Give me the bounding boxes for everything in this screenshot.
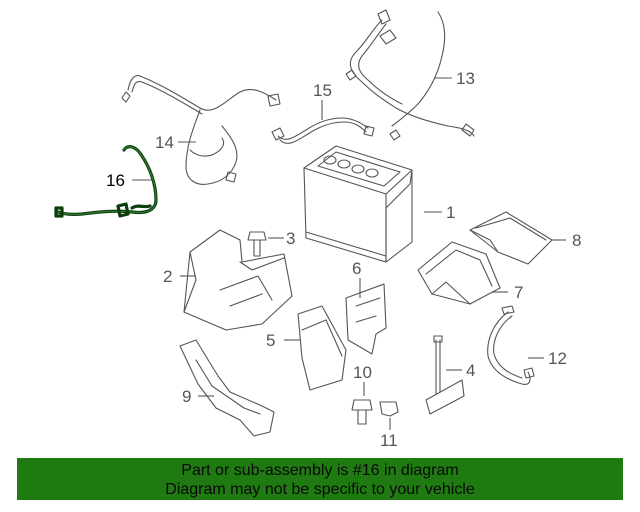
part-9-bracket[interactable] <box>179 339 275 437</box>
callout-8: 8 <box>572 231 581 250</box>
part-7-cover[interactable] <box>417 241 501 305</box>
part-8-cover[interactable] <box>469 211 553 265</box>
part-2-tray[interactable] <box>183 229 293 331</box>
banner-line-1: Part or sub-assembly is #16 in diagram <box>181 462 459 479</box>
part-5-shield[interactable] <box>297 305 347 391</box>
part-15-cable[interactable] <box>271 117 375 144</box>
callout-4: 4 <box>466 361 475 380</box>
part-1-battery[interactable] <box>303 145 413 263</box>
callout-11: 11 <box>380 431 398 450</box>
callout-14: 14 <box>155 133 174 152</box>
callout-6: 6 <box>352 259 361 278</box>
callout-13: 13 <box>456 69 475 88</box>
parts-diagram: 13 15 14 16 <box>54 9 581 450</box>
part-4-holddown[interactable] <box>425 335 465 415</box>
part-11-nut[interactable] <box>379 401 399 417</box>
callout-9: 9 <box>182 387 191 406</box>
part-13-harness[interactable] <box>345 9 475 141</box>
callout-1: 1 <box>446 203 455 222</box>
part-3-bolt[interactable] <box>247 231 267 257</box>
info-banner: Part or sub-assembly is #16 in diagram D… <box>17 458 623 500</box>
callout-10: 10 <box>353 363 372 382</box>
part-6-bracket[interactable] <box>345 283 387 355</box>
callout-15: 15 <box>313 81 332 100</box>
part-12-hose[interactable] <box>487 305 535 385</box>
callout-2: 2 <box>163 267 172 286</box>
part-14-harness[interactable] <box>121 75 281 185</box>
callout-7: 7 <box>514 283 523 302</box>
callout-16: 16 <box>106 171 125 190</box>
part-10-bolt[interactable] <box>351 399 373 425</box>
banner-line-2: Diagram may not be specific to your vehi… <box>165 481 475 498</box>
callout-12: 12 <box>548 349 567 368</box>
callout-5: 5 <box>266 331 275 350</box>
part-16-cable[interactable] <box>54 145 158 218</box>
callout-3: 3 <box>286 229 295 248</box>
